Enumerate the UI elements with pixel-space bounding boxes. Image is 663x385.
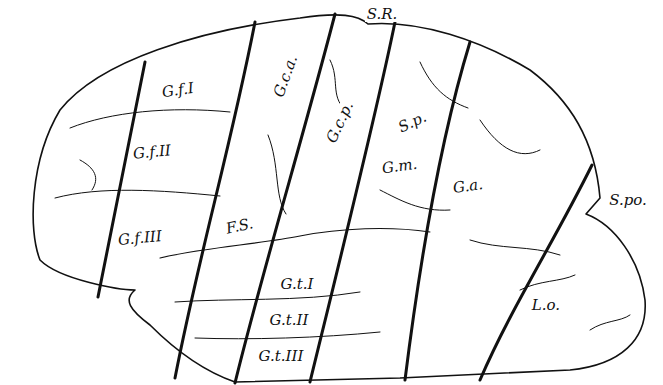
region-label: G.t.II <box>268 312 311 329</box>
region-label: S.R. <box>365 6 400 23</box>
region-label: G.f.II <box>130 142 173 162</box>
region-label: G.c.a. <box>270 51 302 101</box>
region-label: F.S. <box>223 215 257 238</box>
region-label: G.f.III <box>115 228 164 249</box>
region-label: S.po. <box>607 192 649 209</box>
region-label: G.c.p. <box>322 97 357 147</box>
region-label: S.p. <box>394 108 431 137</box>
region-label: L.o. <box>530 297 562 314</box>
region-label: G.t.III <box>257 348 306 365</box>
region-label: G.f.I <box>159 79 197 100</box>
region-label: G.t.I <box>279 276 316 293</box>
region-label: G.a. <box>450 175 486 196</box>
region-label: G.m. <box>379 155 420 177</box>
